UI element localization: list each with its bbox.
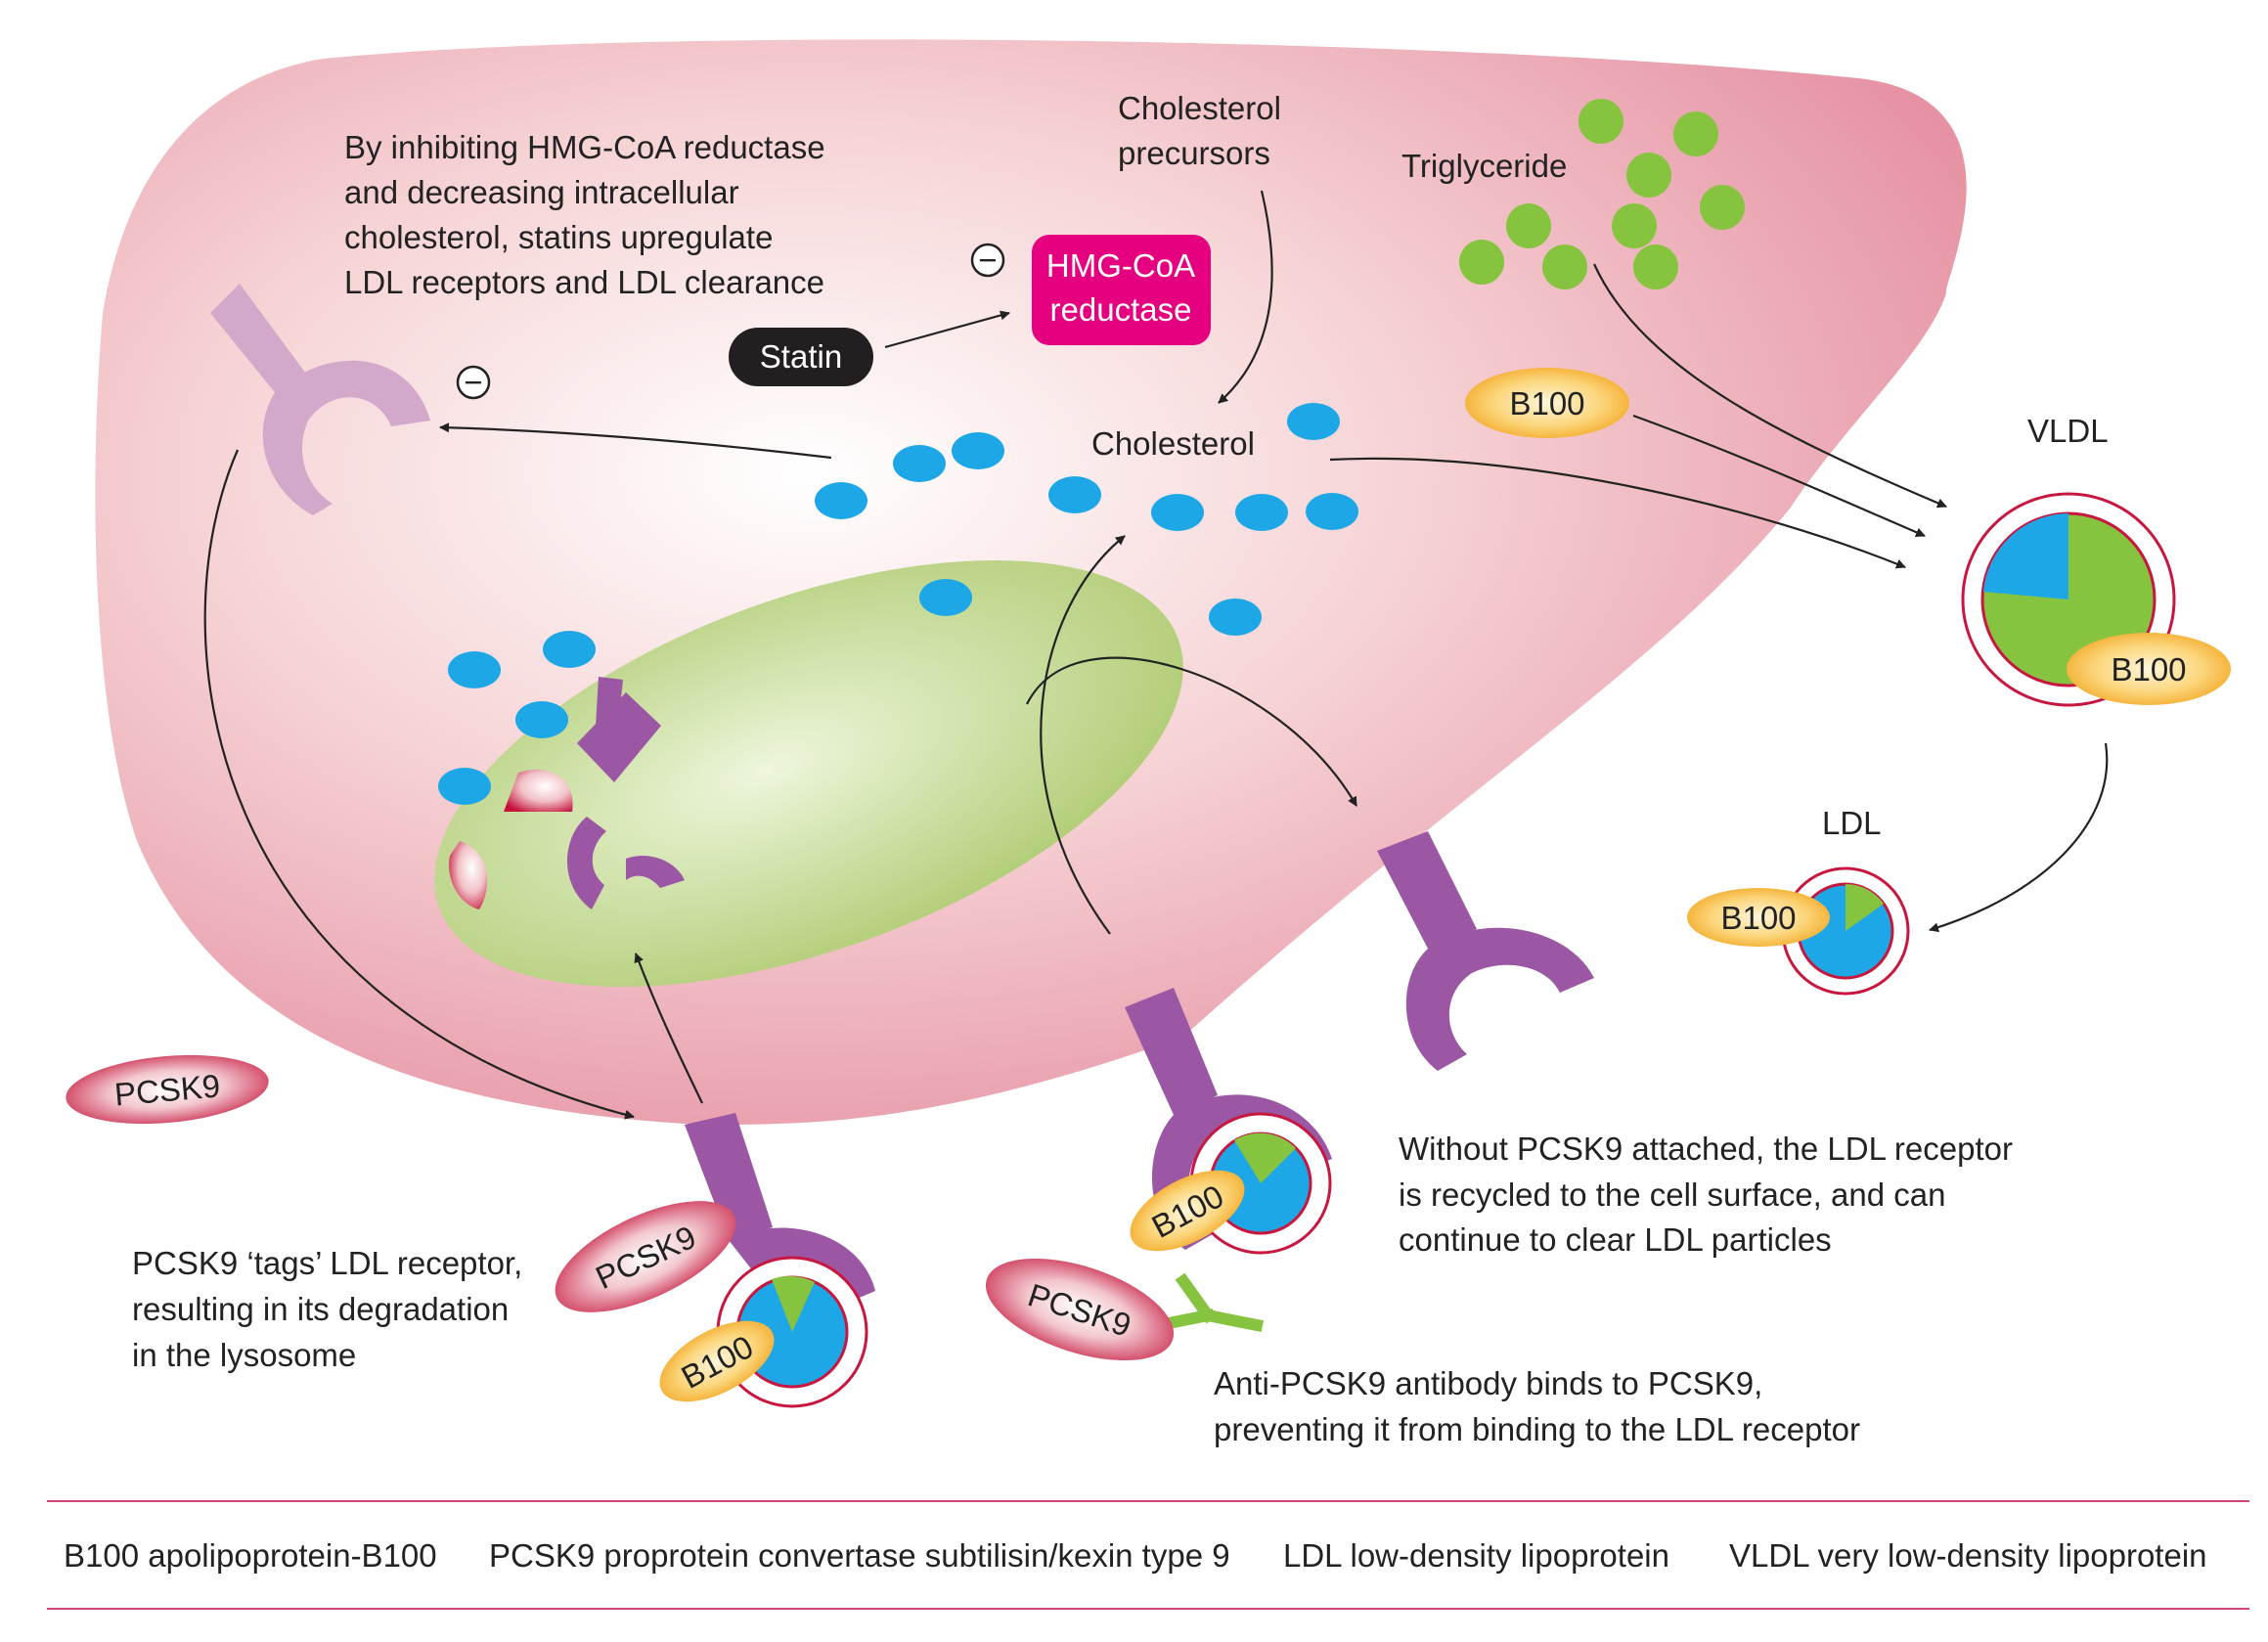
triglyceride-label: Triglyceride — [1401, 148, 1567, 184]
legend-ldl: LDL low-density lipoprotein — [1283, 1537, 1669, 1574]
svg-text:B100: B100 — [1720, 900, 1796, 936]
svg-text:By inhibiting HMG-CoA reductas: By inhibiting HMG-CoA reductase — [344, 129, 825, 165]
arrow-statin-to-hmg — [884, 310, 1010, 349]
svg-text:in the lysosome: in the lysosome — [132, 1337, 356, 1373]
svg-text:Statin: Statin — [760, 338, 842, 375]
arrow-tagged-to-lysosome — [634, 953, 703, 1104]
inhibit-sign-receptor: − — [456, 364, 491, 400]
pcsk9-tagged: PCSK9 — [555, 1201, 736, 1312]
hmg-coa-reductase-box: HMG-CoA reductase — [1032, 235, 1211, 345]
pcsk9-antibody-bound: PCSK9 — [985, 1258, 1175, 1361]
pcsk9-tags-caption: PCSK9 ‘tags’ LDL receptor, resulting in … — [132, 1245, 522, 1373]
b100-cell: B100 — [1465, 368, 1629, 438]
svg-text:is recycled to the cell surfac: is recycled to the cell surface, and can — [1399, 1176, 1945, 1213]
legend-vldl: VLDL very low-density lipoprotein — [1729, 1537, 2207, 1574]
svg-text:resulting in its degradation: resulting in its degradation — [132, 1291, 509, 1327]
pcsk9-fragments — [449, 769, 573, 910]
svg-text:LDL receptors and LDL clearanc: LDL receptors and LDL clearance — [344, 264, 824, 300]
svg-text:Cholesterol: Cholesterol — [1118, 90, 1281, 126]
anti-pcsk9-antibody — [1151, 1272, 1265, 1333]
svg-text:reductase: reductase — [1050, 291, 1192, 328]
svg-text:−: − — [464, 364, 482, 400]
ldl-label: LDL — [1822, 805, 1882, 841]
cholesterol-dots — [438, 403, 1358, 805]
cholesterol-precursors-label: Cholesterol precursors — [1118, 90, 1281, 171]
svg-text:Anti-PCSK9 antibody binds to P: Anti-PCSK9 antibody binds to PCSK9, — [1214, 1365, 1762, 1401]
ldl-receptor-faded — [210, 284, 430, 515]
cholesterol-label: Cholesterol — [1091, 425, 1255, 462]
arrow-recycling-to-surface — [1026, 656, 1357, 807]
arrow-cholesterol-to-receptor — [439, 422, 832, 460]
triglyceride-dots — [1459, 99, 1745, 289]
ldl-receptor-free — [1377, 831, 1594, 1071]
svg-text:cholesterol, statins upregulat: cholesterol, statins upregulate — [344, 219, 773, 255]
pcsk9-free: PCSK9 — [66, 1054, 269, 1125]
arrow-b100-to-vldl — [1632, 414, 1926, 538]
svg-text:preventing it from binding to: preventing it from binding to the LDL re… — [1214, 1411, 1860, 1447]
arrow-vldl-to-ldl — [1929, 742, 2109, 933]
statin-note: By inhibiting HMG-CoA reductase and decr… — [344, 129, 825, 300]
arrows — [203, 190, 2109, 1120]
svg-text:HMG-CoA: HMG-CoA — [1046, 247, 1195, 284]
arrow-cholesterol-to-vldl — [1329, 457, 1906, 569]
arrow-receptor-to-lysosome — [203, 449, 635, 1120]
lysosome — [434, 560, 1183, 987]
arrow-triglyceride-to-vldl — [1592, 263, 1947, 509]
svg-text:Without PCSK9 attached, the LD: Without PCSK9 attached, the LDL receptor — [1399, 1131, 2013, 1167]
antibody-caption: Anti-PCSK9 antibody binds to PCSK9, prev… — [1214, 1365, 1860, 1447]
arrow-precursors-to-cholesterol — [1218, 190, 1273, 404]
legend-b100: B100 apolipoprotein-B100 — [64, 1537, 437, 1574]
b100-ldl: B100 — [1687, 888, 1830, 947]
svg-text:and decreasing intracellular: and decreasing intracellular — [344, 174, 739, 210]
svg-text:B100: B100 — [1509, 385, 1584, 422]
b100-vldl: B100 — [2067, 633, 2231, 705]
svg-text:B100: B100 — [2111, 651, 2186, 688]
svg-text:precursors: precursors — [1118, 135, 1270, 171]
vldl-label: VLDL — [2027, 413, 2109, 449]
receptor-fragments — [567, 677, 685, 910]
svg-text:−: − — [978, 242, 997, 278]
arrow-recycling-up — [1040, 535, 1126, 935]
legend-pcsk9: PCSK9 proprotein convertase subtilisin/k… — [489, 1537, 1230, 1574]
svg-text:PCSK9 ‘tags’ LDL receptor,: PCSK9 ‘tags’ LDL receptor, — [132, 1245, 522, 1281]
svg-text:continue to clear LDL particle: continue to clear LDL particles — [1399, 1221, 1832, 1258]
statin-pill: Statin — [729, 328, 873, 386]
inhibit-sign-hmg: − — [970, 242, 1005, 278]
recycled-caption: Without PCSK9 attached, the LDL receptor… — [1399, 1131, 2013, 1258]
